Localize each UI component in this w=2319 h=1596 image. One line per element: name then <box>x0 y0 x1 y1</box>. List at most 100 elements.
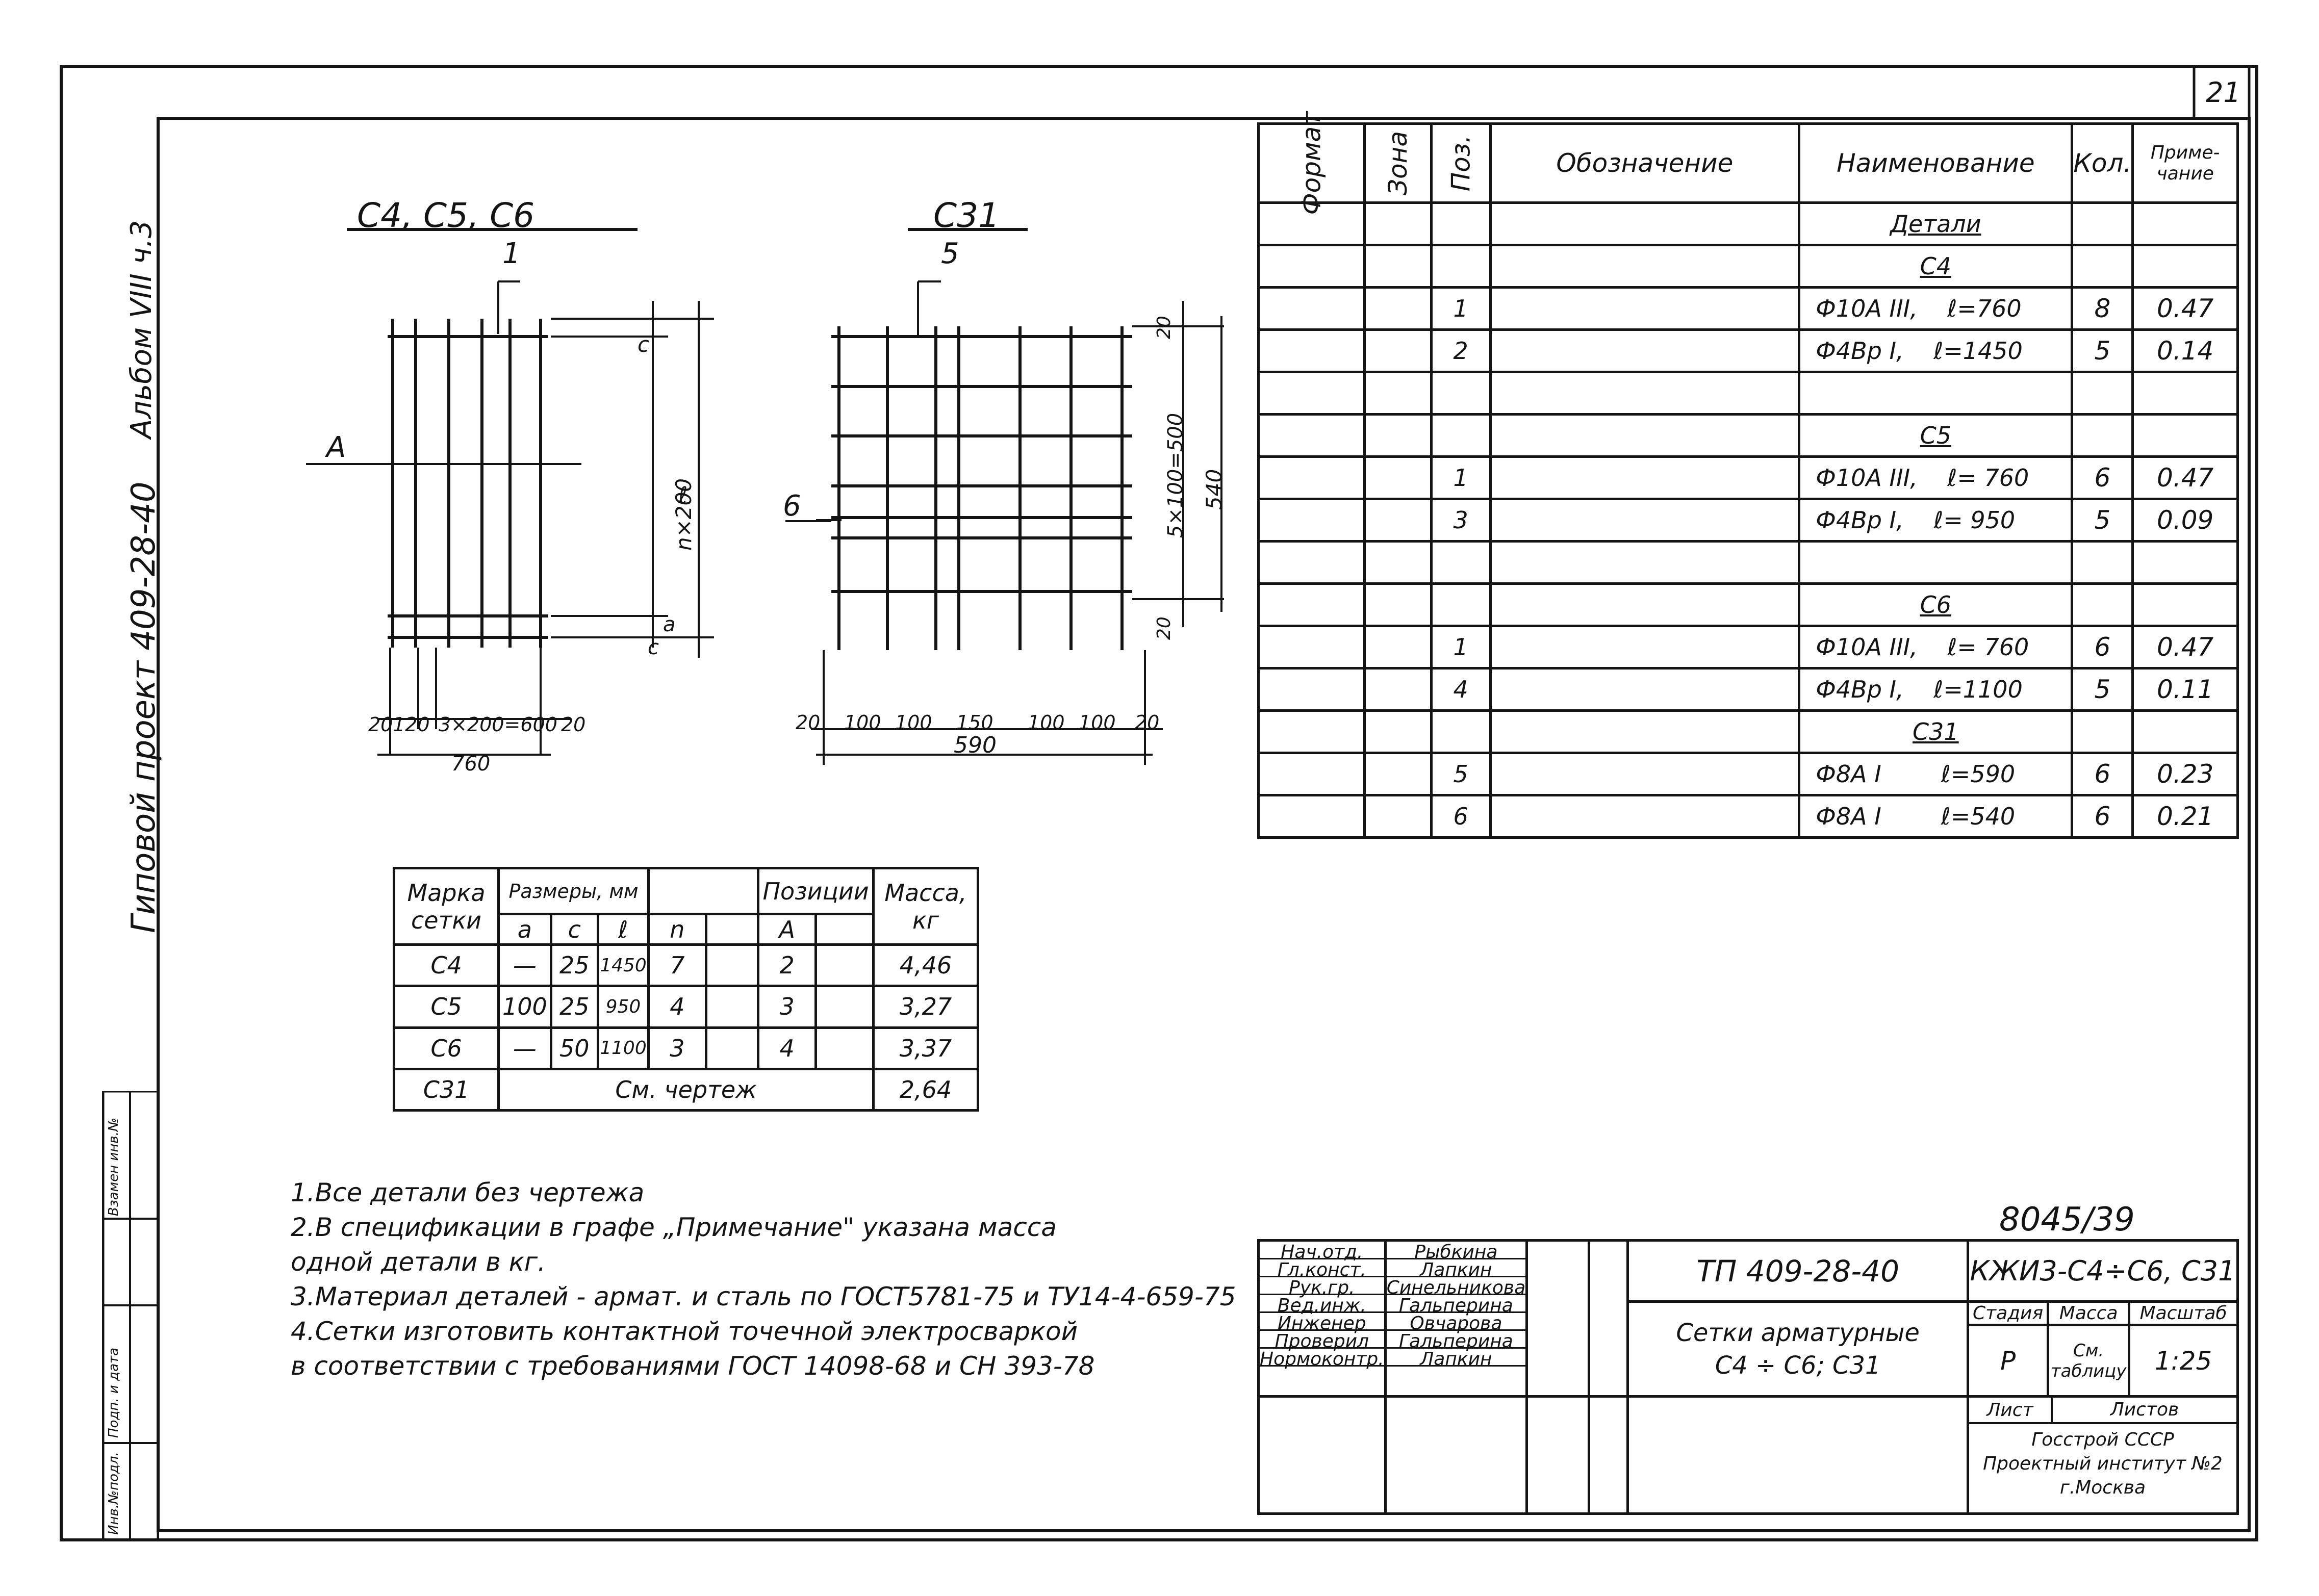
role: Рук.гр. <box>1260 1277 1384 1298</box>
project-number: ТП 409-28-40 <box>1626 1239 1969 1303</box>
right-callout-left: 6 <box>783 490 801 523</box>
h-mass: Масса <box>2047 1300 2131 1326</box>
note-line: 3.Материал деталей - армат. и сталь по Г… <box>291 1282 1236 1311</box>
role: Инженер <box>1260 1313 1384 1334</box>
general-notes: 1.Все детали без чертежа 2.В спецификаци… <box>291 1175 1236 1383</box>
person-name: Рыбкина <box>1386 1242 1526 1263</box>
h-sizes: Размеры, мм <box>497 867 650 915</box>
right-bottom-5: 100 <box>1028 711 1065 734</box>
right-callout-top: 5 <box>941 237 959 270</box>
mesh-marks-table: Марка сетки Размеры, мм Позиции Масса, к… <box>392 867 980 1112</box>
header-zone: Зона <box>1383 131 1413 195</box>
note-line: 2.В спецификации в графе „Примечание" ук… <box>291 1213 1057 1242</box>
person-name: Гальперина <box>1386 1295 1526 1316</box>
stamp-replace: Взамен инв.№ <box>106 1118 121 1216</box>
left-dim-a: a <box>663 613 676 636</box>
right-dim-top: 20 <box>1154 316 1175 339</box>
role: Нормоконтр. <box>1260 1349 1384 1370</box>
right-drawing-title: С31 <box>933 196 1000 235</box>
role: Нач.отд. <box>1260 1242 1384 1263</box>
header-pos: Поз. <box>1446 135 1476 192</box>
right-dim-total: 540 <box>1202 469 1227 510</box>
sub-a: a <box>497 913 552 946</box>
h-mass: Масса, кг <box>872 867 980 946</box>
org-line-3: г.Москва <box>2059 1477 2146 1498</box>
person-name: Гальперина <box>1386 1331 1526 1352</box>
title-block: Нач.отд. Гл.конст. Рук.гр. Вед.инж. Инже… <box>1257 1239 2239 1515</box>
left-dim-total: 760 <box>451 752 491 776</box>
h-sheets: Листов <box>2050 1398 2236 1422</box>
left-callout: 1 <box>502 237 521 270</box>
group-title: С6 <box>1798 582 2074 627</box>
document-number: 8045/39 <box>1999 1201 2135 1239</box>
h-sheet: Лист <box>1986 1399 2033 1421</box>
left-dim-c-bottom: c <box>648 636 659 659</box>
h-positions: Позиции <box>757 867 875 915</box>
right-total: 590 <box>954 732 997 758</box>
page-number: 21 <box>2206 76 2241 109</box>
group-title: С31 <box>1798 709 2074 754</box>
sub-c: c <box>549 913 599 946</box>
person-name: Лапкин <box>1386 1259 1526 1280</box>
title-line-2: С4 ÷ С6; С31 <box>1715 1351 1881 1380</box>
side-album-text: Альбом VIII ч.3 <box>125 220 158 439</box>
mesh-drawing-c31 <box>785 228 1224 765</box>
left-dim-bottom-4: 20 <box>561 713 586 736</box>
left-dim-bottom-1: 20 <box>368 713 393 736</box>
header-format: Формат <box>1296 111 1327 215</box>
person-name: Синельникова <box>1386 1277 1526 1298</box>
left-dim-l: ℓ <box>678 482 688 508</box>
person-name: Лапкин <box>1386 1349 1526 1370</box>
header-note: Приме-чание <box>2131 122 2239 204</box>
role: Вед.инж. <box>1260 1295 1384 1316</box>
right-dim-bottom: 20 <box>1154 616 1175 640</box>
group-title: С4 <box>1798 244 2074 289</box>
org-line-1: Госстрой СССР <box>2031 1429 2174 1450</box>
mesh-drawing-c4-c6 <box>306 228 714 756</box>
side-project-text: Гиповой проект 409-28-40 <box>125 481 163 933</box>
stamp-sign: Подп. и дата <box>106 1347 121 1438</box>
left-drawing-title: С4, С5, С6 <box>357 196 535 235</box>
person-name: Овчарова <box>1386 1313 1526 1334</box>
header-qty: Кол. <box>2071 122 2134 204</box>
left-section-mark: A <box>326 431 346 464</box>
stamp-strip <box>102 1091 159 1540</box>
note-line: одной детали в кг. <box>291 1247 546 1277</box>
specification-table: Формат Зона Поз. Обозначение Наименовани… <box>1257 112 2239 839</box>
role: Проверил <box>1260 1331 1384 1352</box>
drawing-code: КЖИ3-С4÷С6, С31 <box>1966 1239 2239 1303</box>
left-dim-bottom-2: 120 <box>393 713 430 736</box>
stamp-inv: Инв.№подл. <box>106 1452 121 1535</box>
right-dim-main: 5×100=500 <box>1164 413 1187 538</box>
right-bottom-6: 100 <box>1079 711 1116 734</box>
scale-value: 1:25 <box>2128 1324 2239 1398</box>
h-stage: Стадия <box>1966 1300 2050 1326</box>
note-line: 4.Сетки изготовить контактной точечной э… <box>291 1317 1078 1346</box>
role: Гл.конст. <box>1260 1259 1384 1280</box>
right-bottom-1: 20 <box>796 711 821 734</box>
right-bottom-7: 20 <box>1135 711 1160 734</box>
right-bottom-2: 100 <box>844 711 881 734</box>
h-mark: Марка сетки <box>392 867 500 946</box>
note-line: 1.Все детали без чертежа <box>291 1178 645 1207</box>
right-bottom-4: 150 <box>956 711 993 734</box>
note-line: в соответствии с требованиями ГОСТ 14098… <box>291 1351 1095 1381</box>
stage-value: Р <box>1966 1324 2050 1398</box>
sub-n: n <box>647 913 707 946</box>
title-line-1: Сетки арматурные <box>1676 1318 1920 1347</box>
section-title: Детали <box>1798 201 2074 246</box>
org-line-2: Проектный институт №2 <box>1983 1453 2223 1474</box>
sub-l: ℓ <box>596 913 650 946</box>
